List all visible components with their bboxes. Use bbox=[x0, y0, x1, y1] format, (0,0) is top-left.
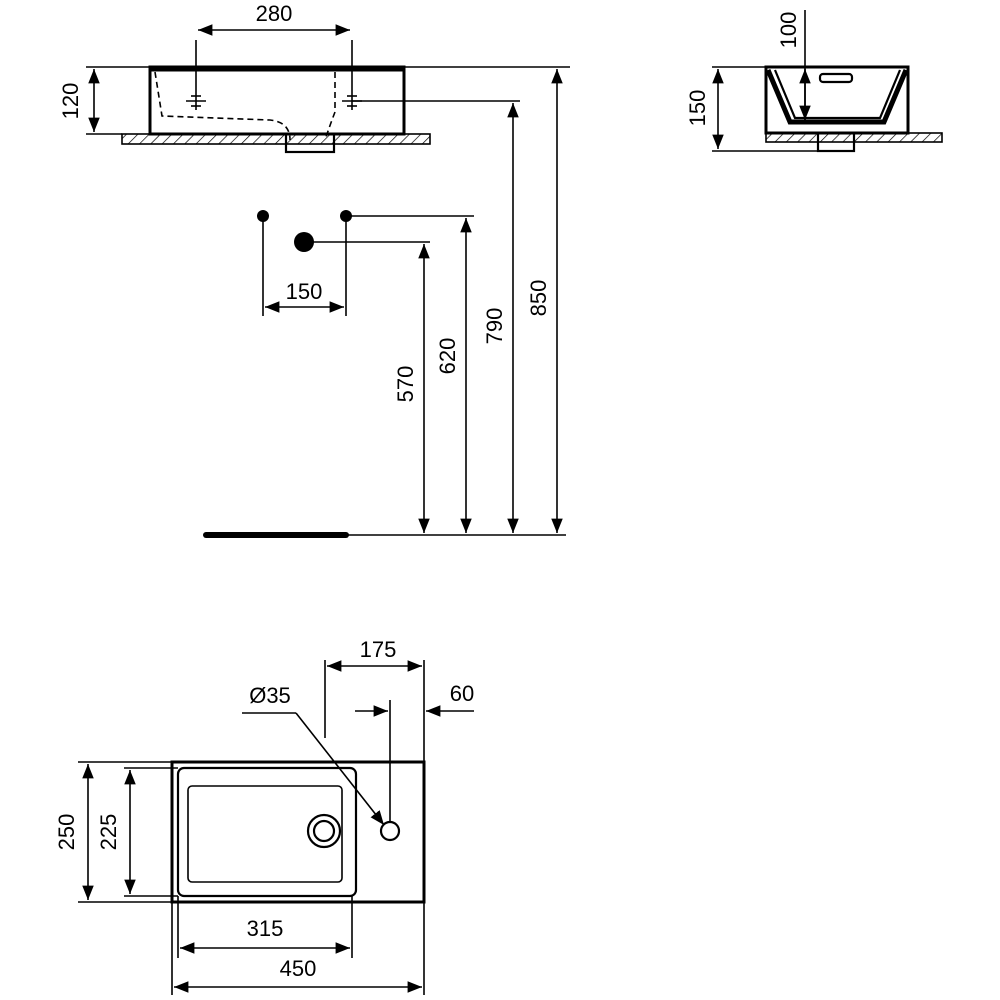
dim-790-label: 790 bbox=[482, 308, 507, 345]
tap-hole-right-mark bbox=[342, 40, 362, 110]
overflow-slot bbox=[818, 72, 854, 84]
plan-view: 175 60 Ø35 250 225 315 450 bbox=[54, 637, 474, 995]
waste-hole-plan bbox=[306, 813, 342, 849]
dim-side-150-label: 150 bbox=[685, 90, 710, 127]
dim-225-label: 225 bbox=[96, 814, 121, 851]
height-dimensions: 570 620 790 850 bbox=[393, 69, 563, 533]
side-view: 100 150 bbox=[685, 10, 943, 153]
basin-body-front bbox=[148, 65, 406, 136]
dia-35-label: Ø35 bbox=[249, 683, 291, 708]
bowl-floor-plan bbox=[187, 785, 343, 883]
dia-35-leader bbox=[295, 712, 385, 826]
bowl-section bbox=[765, 69, 909, 125]
dim-175-label: 175 bbox=[360, 637, 397, 662]
connection-points: 150 bbox=[257, 210, 474, 316]
front-view: 280 120 bbox=[58, 1, 431, 154]
tap-hole-left-mark bbox=[186, 40, 206, 110]
dim-450-label: 450 bbox=[280, 956, 317, 981]
dim-280-label: 280 bbox=[256, 1, 293, 26]
dim-250-label: 250 bbox=[54, 814, 79, 851]
dim-570-label: 570 bbox=[393, 366, 418, 403]
basin-body-side bbox=[764, 65, 910, 135]
bowl-outline-plan bbox=[176, 766, 358, 898]
waste-outlet-side bbox=[816, 131, 856, 153]
dim-60-label: 60 bbox=[450, 681, 474, 706]
dim-150-label: 150 bbox=[286, 279, 323, 304]
dim-120-label: 120 bbox=[58, 83, 83, 120]
bowl-hidden-line bbox=[154, 71, 291, 141]
dim-620-label: 620 bbox=[435, 338, 460, 375]
basin-outline-plan bbox=[170, 760, 426, 904]
waste-outlet-front bbox=[284, 132, 336, 154]
dim-850-label: 850 bbox=[526, 280, 551, 317]
dim-315-label: 315 bbox=[247, 916, 284, 941]
dim-100-label: 100 bbox=[776, 12, 801, 49]
